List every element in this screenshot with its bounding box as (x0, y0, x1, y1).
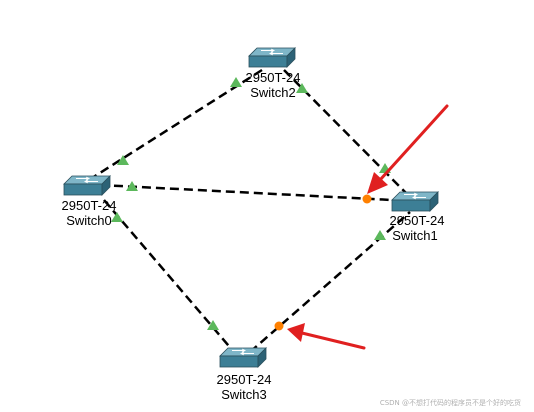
switch-device-switch1[interactable]: 2950T-24 Switch1 (390, 191, 445, 243)
arrows-layer (287, 104, 449, 350)
switch-model-label: 2950T-24 (246, 70, 301, 85)
switch-model-label: 2950T-24 (217, 372, 272, 387)
switch-device-switch3[interactable]: 2950T-24 Switch3 (217, 347, 272, 402)
port-up-icon (111, 212, 123, 222)
port-blocking-icon (362, 194, 372, 204)
switch-model-label: 2950T-24 (390, 213, 445, 228)
workgroup-switch-icon (391, 191, 439, 212)
port-blocking-icon (274, 321, 284, 331)
port-up-icon (374, 230, 386, 240)
switch-name-label: Switch2 (250, 85, 296, 100)
link-switch2-switch0[interactable] (91, 68, 263, 180)
workgroup-switch-icon (219, 347, 267, 368)
port-up-icon (230, 77, 242, 87)
port-up-icon (296, 83, 308, 93)
port-up-icon (126, 181, 138, 191)
link-switch3-switch1[interactable] (249, 211, 411, 353)
links-layer (91, 68, 411, 353)
ports-layer (111, 77, 391, 331)
switch-model-label: 2950T-24 (62, 198, 117, 213)
watermark-text: CSDN @不想打代码的程序员不是个好的吃货 (380, 398, 521, 407)
link-switch0-switch1[interactable] (99, 183, 393, 202)
red-arrow-icon (287, 323, 366, 350)
workgroup-switch-icon (248, 47, 296, 68)
switch-name-label: Switch1 (392, 228, 438, 243)
switch-device-switch2[interactable]: 2950T-24 Switch2 (246, 47, 301, 100)
devices-layer: 2950T-24 Switch2 2950T-24 Switch0 2950T-… (62, 47, 445, 402)
link-switch0-switch3[interactable] (103, 199, 235, 353)
switch-name-label: Switch3 (221, 387, 267, 402)
switch-name-label: Switch0 (66, 213, 112, 228)
red-arrow-icon (367, 104, 449, 194)
port-up-icon (207, 320, 219, 330)
workgroup-switch-icon (63, 175, 111, 196)
switch-device-switch0[interactable]: 2950T-24 Switch0 (62, 175, 117, 228)
port-up-icon (117, 155, 129, 165)
